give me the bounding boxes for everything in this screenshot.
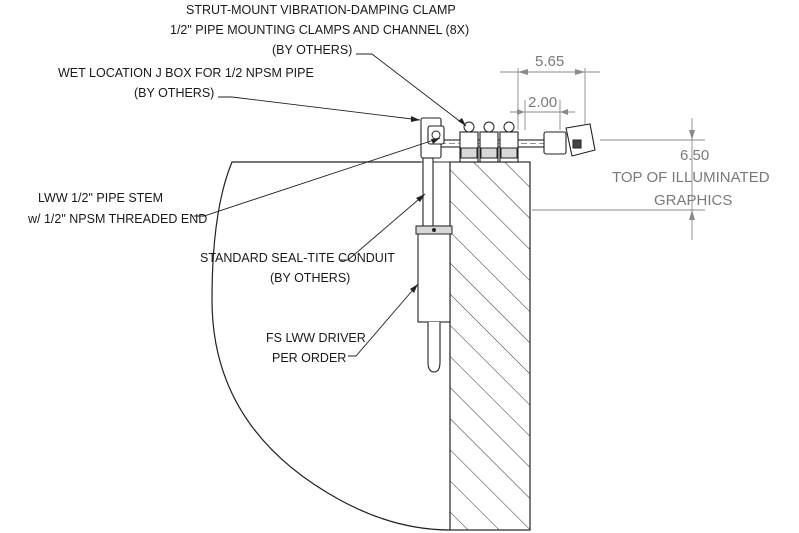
label-driver-line2: PER ORDER (272, 351, 346, 365)
pipe-clamp-3 (499, 121, 519, 163)
leader-conduit (340, 193, 426, 261)
label-driver-line1: FS LWW DRIVER (266, 331, 366, 345)
pipe-clamp-2 (479, 121, 499, 163)
dimension-overall-width: 5.65 (500, 53, 600, 130)
dimension-height: 6.50 TOP OF ILLUMINATED GRAPHICS (532, 118, 770, 240)
leader-jbox (218, 96, 421, 121)
sign-cabinet-hatched (449, 161, 531, 531)
label-conduit-line1: STANDARD SEAL-TITE CONDUIT (200, 251, 395, 265)
dim-overall-width-value: 5.65 (535, 53, 564, 70)
pipe-clamp-1 (459, 121, 479, 163)
label-stem-line1: LWW 1/2" PIPE STEM (38, 191, 163, 205)
label-clamp-line3: (BY OTHERS) (272, 43, 352, 57)
leader-driver (348, 283, 419, 357)
dim-height-value: 6.50 (680, 147, 709, 164)
label-jbox-line2: (BY OTHERS) (134, 86, 214, 100)
leader-stem (194, 137, 441, 217)
dimension-inner-width: 2.00 (510, 94, 575, 130)
dim-inner-width-value: 2.00 (528, 94, 557, 111)
label-clamp-line2: 1/2" PIPE MOUNTING CLAMPS AND CHANNEL (8… (170, 23, 469, 37)
label-jbox-line1: WET LOCATION J BOX FOR 1/2 NPSM PIPE (58, 66, 314, 80)
driver-screw-icon (432, 228, 436, 232)
pipe-stem (422, 157, 434, 229)
label-stem-line2: w/ 1/2" NPSM THREADED END (27, 212, 207, 226)
sign-face-outline (211, 161, 451, 531)
lww-fixture-head (543, 123, 596, 157)
label-conduit-line2: (BY OTHERS) (270, 271, 350, 285)
dim-height-note-line2: GRAPHICS (654, 192, 732, 209)
seal-tite-conduit (427, 322, 441, 373)
dim-height-note-line1: TOP OF ILLUMINATED (612, 169, 770, 186)
leader-clamp (356, 53, 467, 127)
label-clamp-line1: STRUT-MOUNT VIBRATION-DAMPING CLAMP (186, 3, 456, 17)
driver-enclosure (417, 225, 451, 323)
